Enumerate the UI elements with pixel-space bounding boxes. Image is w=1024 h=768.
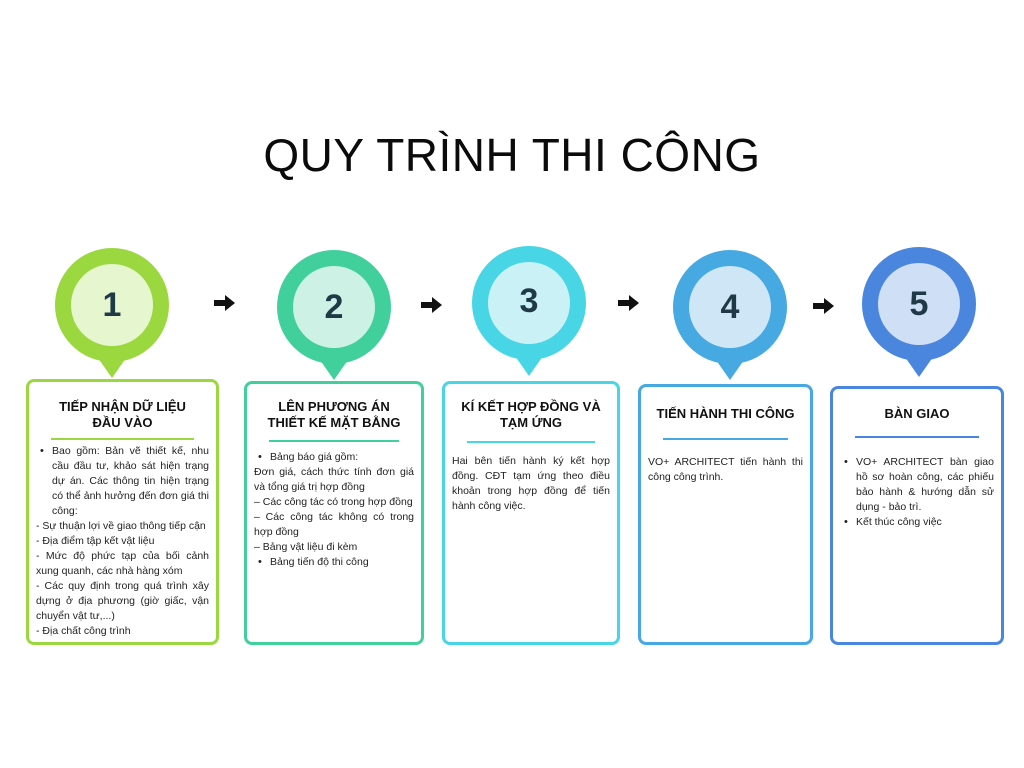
- bullet-item: Bảng tiến độ thi công: [254, 555, 414, 570]
- map-pin-icon: [673, 250, 787, 380]
- text-line: VO+ ARCHITECT tiến hành thi công công tr…: [648, 456, 803, 483]
- text-line: – Các công tác không có trong hợp đồng: [254, 511, 414, 538]
- step-title-line: KÍ KẾT HỢP ĐỒNG VÀ: [461, 399, 601, 414]
- step-number: 2: [324, 287, 344, 326]
- step-title-line: LÊN PHƯƠNG ÁN: [278, 399, 390, 414]
- text-line: Đơn giá, cách thức tính đơn giá và tổng …: [254, 466, 414, 493]
- map-pin-icon: [862, 247, 976, 377]
- step-number: 3: [519, 281, 539, 320]
- step-number: 4: [720, 287, 740, 326]
- step-description: Bao gồm: Bản vẽ thiết kế, nhu cầu đầu tư…: [36, 444, 209, 639]
- text-line: - Sự thuận lợi về giao thông tiếp cận: [36, 520, 206, 532]
- bullet-item: Kết thúc công việc: [840, 515, 994, 530]
- step-5-marker: 5: [862, 247, 976, 377]
- step-1-card: TIẾP NHẬN DỮ LIỆU ĐẦU VÀO Bao gồm: Bản v…: [26, 379, 219, 645]
- step-1-marker: 1: [55, 248, 169, 378]
- text-line: - Mức độ phức tạp của bối cảnh xung quan…: [36, 550, 209, 577]
- divider: [467, 441, 595, 443]
- step-title-line: ĐẦU VÀO: [92, 415, 153, 430]
- bullet-item: VO+ ARCHITECT bàn giao hồ sơ hoàn công, …: [840, 455, 994, 515]
- step-3-card: KÍ KẾT HỢP ĐỒNG VÀ TẠM ỨNG Hai bên tiến …: [442, 381, 620, 645]
- map-pin-icon: [472, 246, 586, 376]
- step-description: VO+ ARCHITECT bàn giao hồ sơ hoàn công, …: [840, 455, 994, 530]
- step-title: TIẾP NHẬN DỮ LIỆU ĐẦU VÀO: [37, 399, 208, 431]
- step-title-line: BÀN GIAO: [884, 406, 950, 421]
- map-pin-icon: [277, 250, 391, 380]
- divider: [855, 436, 979, 438]
- step-description: Hai bên tiến hành ký kết hợp đồng. CĐT t…: [452, 454, 610, 514]
- arrow-right-icon: [618, 295, 639, 311]
- map-pin-icon: [55, 248, 169, 378]
- text-line: – Bảng vật liệu đi kèm: [254, 541, 358, 553]
- step-description: VO+ ARCHITECT tiến hành thi công công tr…: [648, 455, 803, 485]
- text-line: - Các quy định trong quá trình xây dựng …: [36, 580, 209, 622]
- step-title: KÍ KẾT HỢP ĐỒNG VÀ TẠM ỨNG: [453, 399, 609, 431]
- bullet-item: Bao gồm: Bản vẽ thiết kế, nhu cầu đầu tư…: [36, 444, 209, 519]
- divider: [51, 438, 194, 440]
- step-title: LÊN PHƯƠNG ÁN THIẾT KẾ MẶT BẰNG: [255, 399, 413, 431]
- divider: [269, 440, 399, 442]
- step-title-line: TẠM ỨNG: [499, 415, 563, 430]
- step-title-line: TIẾN HÀNH THI CÔNG: [656, 406, 795, 421]
- arrow-right-icon: [421, 297, 442, 313]
- step-title: BÀN GIAO: [841, 406, 993, 422]
- step-title-line: TIẾP NHẬN DỮ LIỆU: [59, 399, 186, 414]
- step-2-card: LÊN PHƯƠNG ÁN THIẾT KẾ MẶT BẰNG Bảng báo…: [244, 381, 424, 645]
- step-number: 1: [102, 285, 122, 324]
- step-number: 5: [909, 284, 929, 323]
- step-title: TIẾN HÀNH THI CÔNG: [649, 406, 802, 422]
- page-title: QUY TRÌNH THI CÔNG: [263, 129, 761, 181]
- divider: [663, 438, 788, 440]
- text-line: - Địa điểm tập kết vật liệu: [36, 535, 155, 547]
- step-2-marker: 2: [277, 250, 391, 380]
- text-line: – Các công tác có trong hợp đồng: [254, 496, 413, 508]
- bullet-item: Bảng báo giá gồm:: [254, 450, 414, 465]
- step-3-marker: 3: [472, 246, 586, 376]
- step-5-card: BÀN GIAO VO+ ARCHITECT bàn giao hồ sơ ho…: [830, 386, 1004, 645]
- text-line: - Địa chất công trình: [36, 625, 131, 637]
- step-4-marker: 4: [673, 250, 787, 380]
- step-4-card: TIẾN HÀNH THI CÔNG VO+ ARCHITECT tiến hà…: [638, 384, 813, 645]
- arrow-right-icon: [214, 295, 235, 311]
- step-title-line: THIẾT KẾ MẶT BẰNG: [267, 415, 401, 430]
- arrow-right-icon: [813, 298, 834, 314]
- step-description: Bảng báo giá gồm:Đơn giá, cách thức tính…: [254, 450, 414, 570]
- text-line: Hai bên tiến hành ký kết hợp đồng. CĐT t…: [452, 455, 610, 512]
